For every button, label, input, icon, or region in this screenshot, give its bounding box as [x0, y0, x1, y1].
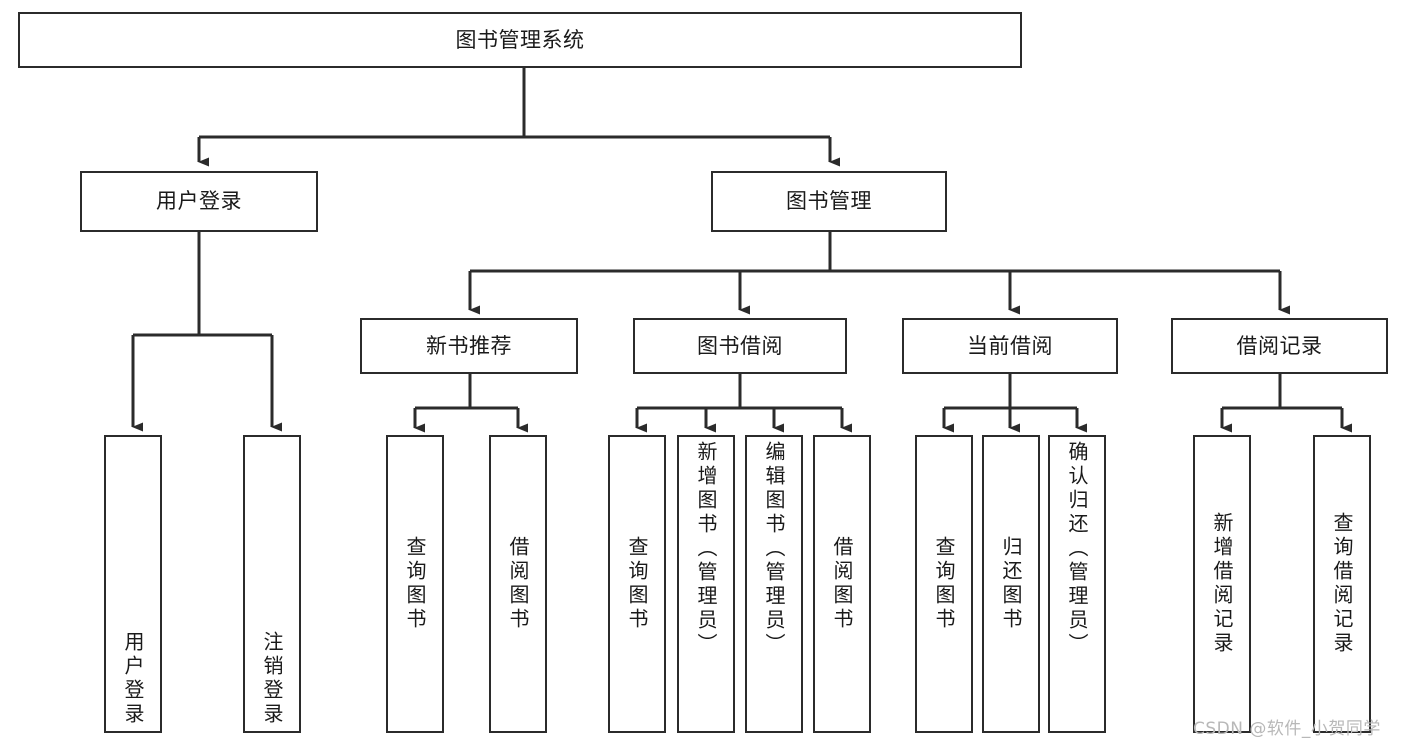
node-label: 查询借阅记录	[1330, 512, 1354, 656]
node-book-management[interactable]: 图书管理	[711, 171, 947, 232]
node-borrowing-record[interactable]: 借阅记录	[1171, 318, 1388, 374]
node-leaf-user-logout[interactable]: 注销登录	[243, 435, 301, 733]
node-leaf-borrow-add-book[interactable]: 新增图书（管理员）	[677, 435, 735, 733]
edges-new-book-rec	[413, 374, 528, 433]
node-leaf-borrow-edit-book[interactable]: 编辑图书（管理员）	[745, 435, 803, 733]
edges-current-borrow	[942, 374, 1087, 433]
node-label: 编辑图书（管理员）	[762, 441, 786, 657]
edges-book-admin	[468, 232, 1290, 315]
node-label: 借阅记录	[1236, 333, 1323, 358]
node-label: 用户登录	[121, 631, 145, 727]
node-leaf-current-query-book[interactable]: 查询图书	[915, 435, 973, 733]
edges-user-login	[131, 232, 282, 432]
node-leaf-record-add[interactable]: 新增借阅记录	[1193, 435, 1251, 733]
node-new-book-recommendation[interactable]: 新书推荐	[360, 318, 578, 374]
node-leaf-rec-borrow-book[interactable]: 借阅图书	[489, 435, 547, 733]
node-label: 注销登录	[260, 631, 284, 727]
node-book-borrowing[interactable]: 图书借阅	[633, 318, 847, 374]
node-leaf-current-return-book[interactable]: 归还图书	[982, 435, 1040, 733]
node-leaf-borrow-query-book[interactable]: 查询图书	[608, 435, 666, 733]
node-label: 当前借阅	[967, 333, 1053, 358]
edges-root	[197, 68, 840, 167]
node-label: 查询图书	[403, 536, 427, 632]
node-label: 查询图书	[932, 536, 956, 632]
csdn-watermark: CSDN @软件_小贺同学	[1193, 719, 1381, 739]
node-label: 图书借阅	[697, 333, 783, 358]
edges-book-borrow	[635, 374, 852, 433]
node-user-login[interactable]: 用户登录	[80, 171, 318, 232]
node-root-system[interactable]: 图书管理系统	[18, 12, 1022, 68]
node-label: 用户登录	[156, 189, 242, 214]
node-label: 查询图书	[625, 536, 649, 632]
node-label: 图书管理	[786, 189, 872, 214]
node-label: 新书推荐	[426, 333, 512, 358]
edges-borrow-record	[1220, 374, 1352, 433]
node-leaf-borrow-do-borrow[interactable]: 借阅图书	[813, 435, 871, 733]
node-label: 图书管理系统	[455, 27, 585, 52]
node-leaf-current-confirm-return[interactable]: 确认归还（管理员）	[1048, 435, 1106, 733]
node-label: 新增图书（管理员）	[694, 441, 718, 657]
node-current-borrowing[interactable]: 当前借阅	[902, 318, 1118, 374]
node-label: 确认归还（管理员）	[1065, 441, 1089, 657]
node-label: 新增借阅记录	[1210, 512, 1234, 656]
node-label: 借阅图书	[506, 536, 530, 632]
node-leaf-rec-query-book[interactable]: 查询图书	[386, 435, 444, 733]
node-label: 借阅图书	[830, 536, 854, 632]
node-leaf-record-query[interactable]: 查询借阅记录	[1313, 435, 1371, 733]
node-leaf-user-login[interactable]: 用户登录	[104, 435, 162, 733]
node-label: 归还图书	[999, 536, 1023, 632]
